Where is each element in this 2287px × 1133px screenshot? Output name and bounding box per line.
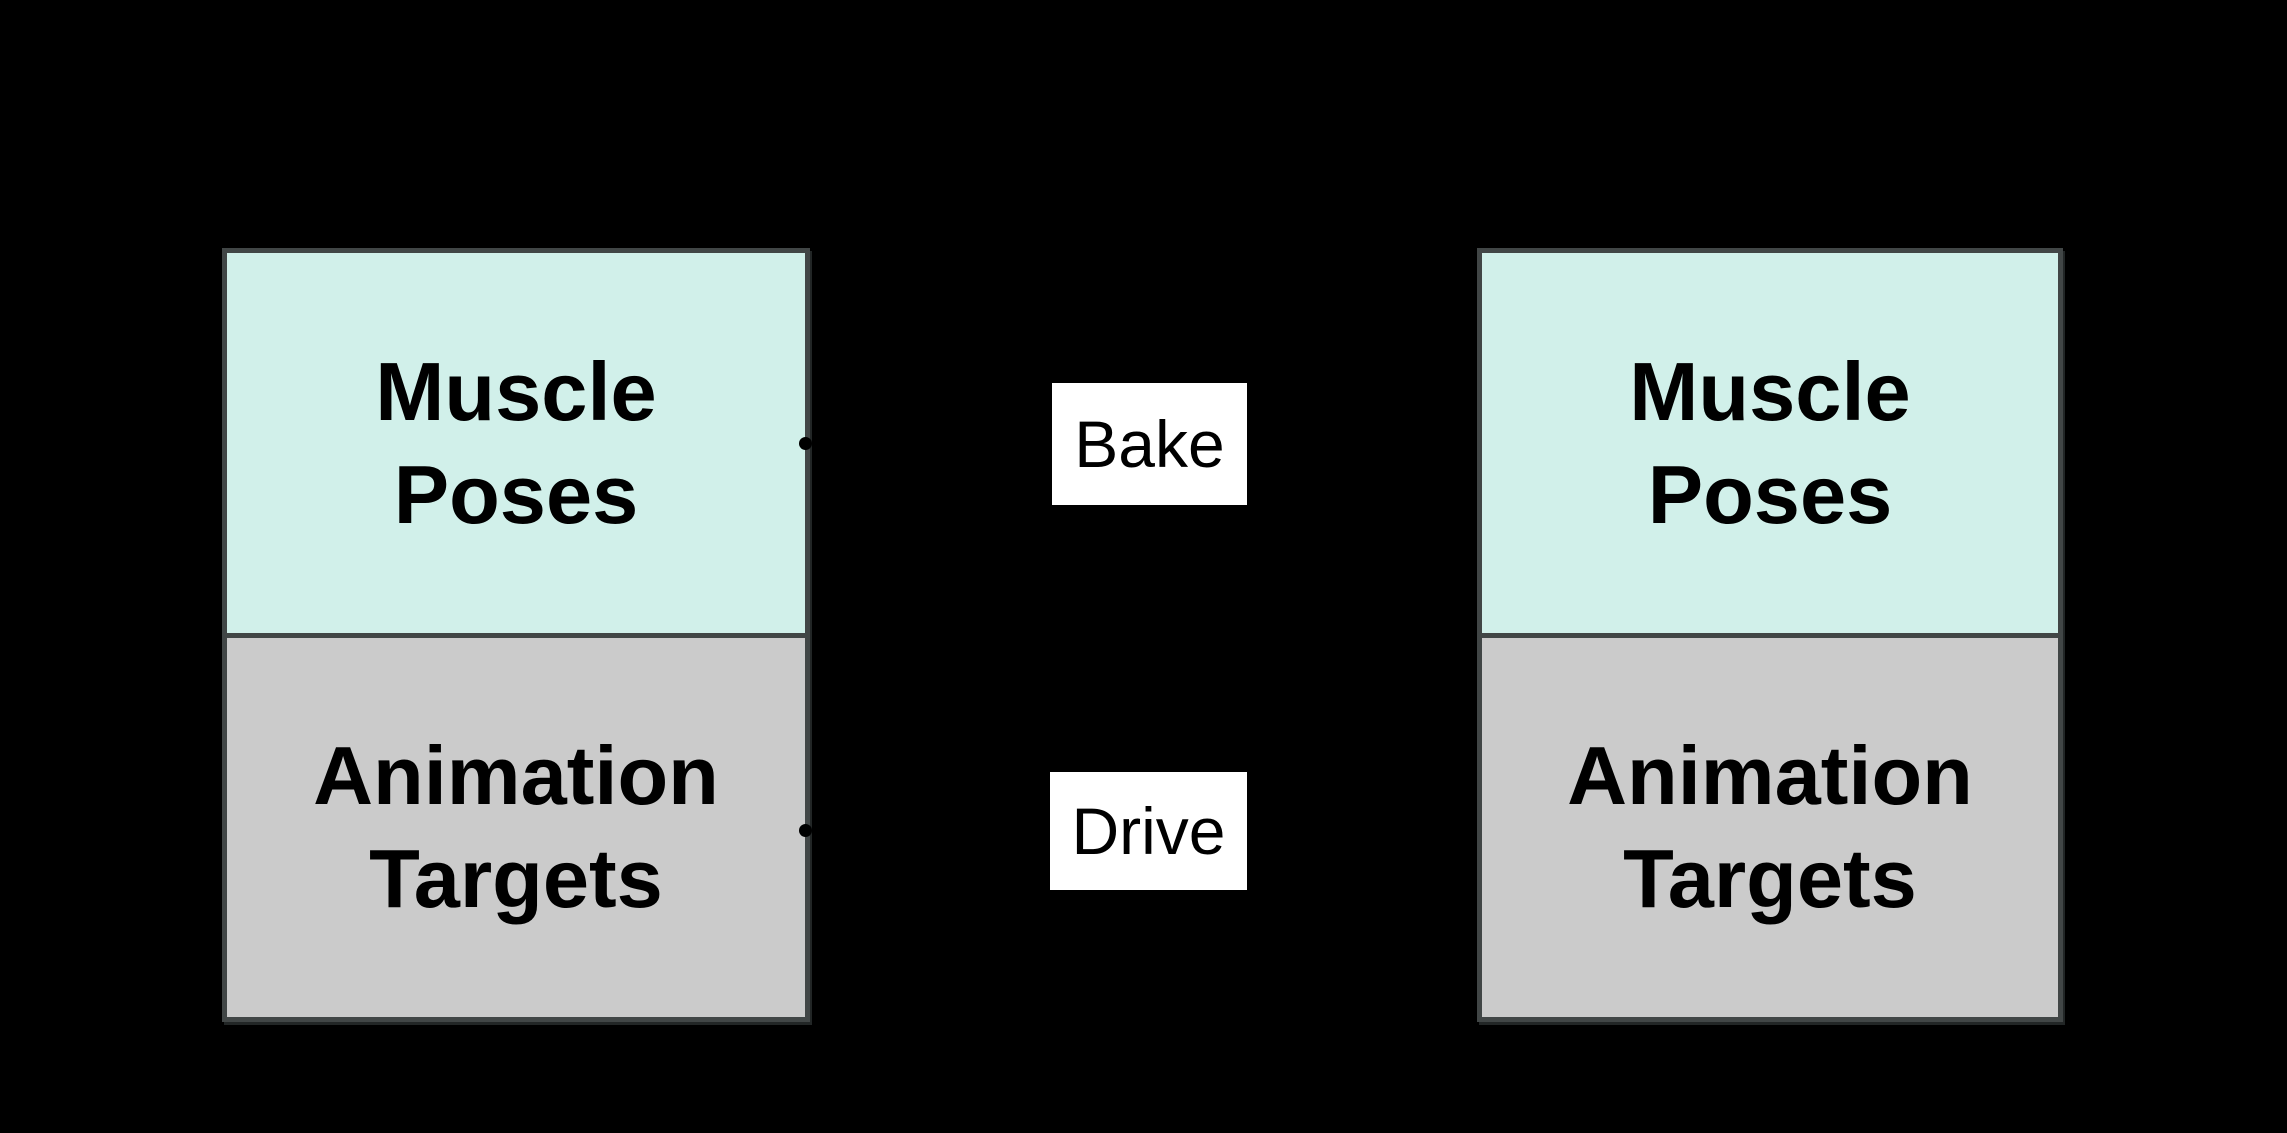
target-stack: Muscle Poses Animation Targets [1477,248,2063,1022]
source-muscle-poses-cell: Muscle Poses [227,253,805,638]
target-animation-targets-cell: Animation Targets [1482,637,2058,1017]
animation-targets-label-line2: Targets [369,832,663,926]
animation-targets-label-line2: Targets [1623,832,1917,926]
muscle-poses-label-line1: Muscle [375,344,657,438]
drive-connector-label: Drive [1050,772,1247,890]
bake-connector-label: Bake [1052,383,1247,505]
muscle-poses-label-line2: Poses [1647,447,1893,541]
source-animation-targets-cell: Animation Targets [227,637,805,1017]
animation-targets-label-line1: Animation [313,729,719,823]
source-stack: Muscle Poses Animation Targets [222,248,810,1022]
target-muscle-poses-cell: Muscle Poses [1482,253,2058,638]
drive-connector-dot [799,824,812,837]
bake-connector-dot [799,437,812,450]
animation-targets-label-line1: Animation [1567,729,1973,823]
muscle-poses-label-line1: Muscle [1629,344,1911,438]
muscle-poses-label-line2: Poses [393,447,639,541]
